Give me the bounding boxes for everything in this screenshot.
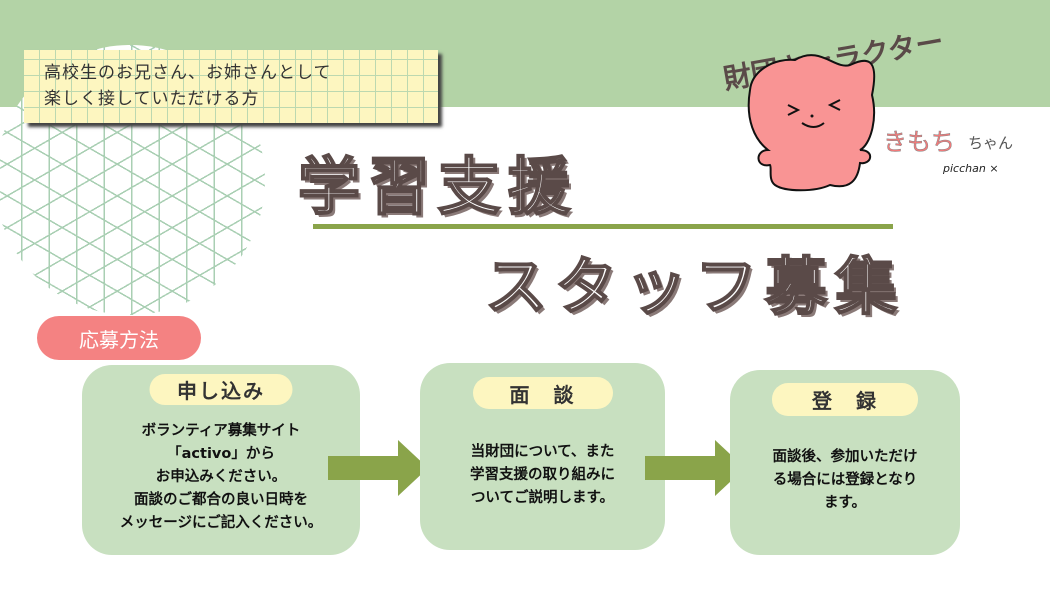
title-line-1: 学習支援 — [297, 149, 579, 224]
note-line: 楽しく接していただける方 — [44, 89, 260, 109]
character-illustration: 財団キャラクター きもち ちゃん picchan × — [700, 0, 1050, 204]
step-apply: 申し込み ボランティア募集サイト 「activo」から お申込みください。 面談… — [82, 365, 360, 555]
character-credit: picchan × — [943, 162, 999, 175]
kimochi-chan-icon: 財団キャラクター — [721, 25, 946, 192]
character-name: きもち — [883, 128, 956, 157]
character-name-suffix: ちゃん — [968, 134, 1014, 152]
step-line: 面談後、参加いただけ — [772, 449, 918, 465]
step-line: 当財団について、また — [470, 444, 615, 460]
application-method-label: 応募方法 — [37, 316, 201, 360]
title-divider — [313, 224, 893, 229]
title-line-2: スタッフ募集 — [484, 249, 906, 324]
step-line: 学習支援の取り組みに — [470, 467, 615, 483]
step-line: お申込みください。 — [155, 469, 287, 485]
step-line: 面談のご都合の良い日時を — [134, 492, 308, 508]
step-label: 申し込み — [149, 374, 293, 405]
step-line: 「activo」から — [167, 446, 275, 462]
arrow-right-icon — [328, 440, 428, 496]
step-line: メッセージにご記入ください。 — [119, 515, 323, 531]
step-label: 面 談 — [472, 377, 613, 409]
step-line: ボランティア募集サイト — [141, 423, 301, 439]
step-line: ます。 — [823, 495, 867, 511]
note-line: 高校生のお兄さん、お姉さんとして — [44, 63, 332, 83]
step-interview: 面 談 当財団について、また 学習支援の取り組みに ついてご説明します。 — [420, 363, 665, 550]
step-description: 当財団について、また 学習支援の取り組みに ついてご説明します。 — [420, 441, 665, 510]
step-label: 登 録 — [772, 383, 918, 416]
target-note: 高校生のお兄さん、お姉さんとして 楽しく接していただける方 — [24, 50, 438, 123]
arrow-right-icon — [645, 440, 745, 496]
step-description: ボランティア募集サイト 「activo」から お申込みください。 面談のご都合の… — [82, 420, 360, 535]
step-description: 面談後、参加いただけ る場合には登録となり ます。 — [730, 446, 960, 515]
step-register: 登 録 面談後、参加いただけ る場合には登録となり ます。 — [730, 370, 960, 555]
step-line: ついてご説明します。 — [470, 490, 615, 506]
step-line: る場合には登録となり — [772, 472, 918, 488]
